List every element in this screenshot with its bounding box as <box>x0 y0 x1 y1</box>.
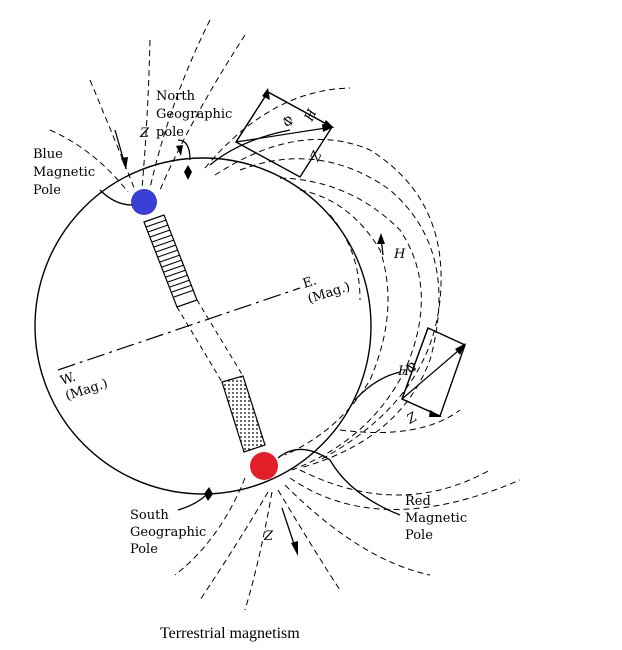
red-pole-label-line-3: Pole <box>405 528 433 543</box>
h-label-upper: H <box>302 106 321 124</box>
magnetic-equator <box>57 287 301 371</box>
north-geographic-pole-marker <box>184 165 192 180</box>
upper-field-vector-box <box>209 88 334 178</box>
north-pole-label: North Geographic pole <box>156 89 232 140</box>
red-pole-label: Red Magnetic Pole <box>405 494 467 543</box>
south-pole-label-line-1: South <box>130 508 169 523</box>
blue-pole-label-line-3: Pole <box>33 183 61 198</box>
north-pole-label-line-1: North <box>156 89 196 104</box>
lower-field-vector-box <box>354 327 466 417</box>
z-label-lower: Z <box>404 409 421 427</box>
h-label-lower: H <box>397 364 410 379</box>
red-pole-label-line-2: Magnetic <box>405 511 467 526</box>
bar-magnet <box>143 214 266 453</box>
red-magnetic-pole <box>250 452 278 480</box>
red-pole-label-line-1: Red <box>405 494 431 509</box>
south-pole-label-line-3: Pole <box>130 542 158 557</box>
z-label-south: Z <box>263 529 274 544</box>
h-label-field: H <box>393 247 406 262</box>
phi-label-upper: Φ <box>280 113 298 129</box>
south-pole-label: South Geographic Pole <box>130 508 206 557</box>
south-pole-label-line-2: Geographic <box>130 525 206 540</box>
blue-pole-label: Blue Magnetic Pole <box>33 147 95 198</box>
blue-magnetic-pole <box>131 189 157 215</box>
figure-caption: Terrestrial magnetism <box>160 625 300 642</box>
south-geographic-pole-marker <box>204 487 213 501</box>
z-label-north: Z <box>139 126 150 141</box>
west-label-line-1: W. <box>59 370 78 389</box>
north-pole-label-line-3: pole <box>156 125 184 140</box>
earth-circle <box>34 157 372 495</box>
north-pole-label-line-2: Geographic <box>156 107 232 122</box>
field-lines <box>49 19 521 611</box>
blue-pole-label-line-1: Blue <box>33 147 63 162</box>
phi-label-lower: Φ <box>404 360 422 375</box>
east-label-line-1: E. <box>301 273 319 291</box>
east-label: E. (Mag.) <box>301 273 352 307</box>
blue-pole-label-line-2: Magnetic <box>33 165 95 180</box>
